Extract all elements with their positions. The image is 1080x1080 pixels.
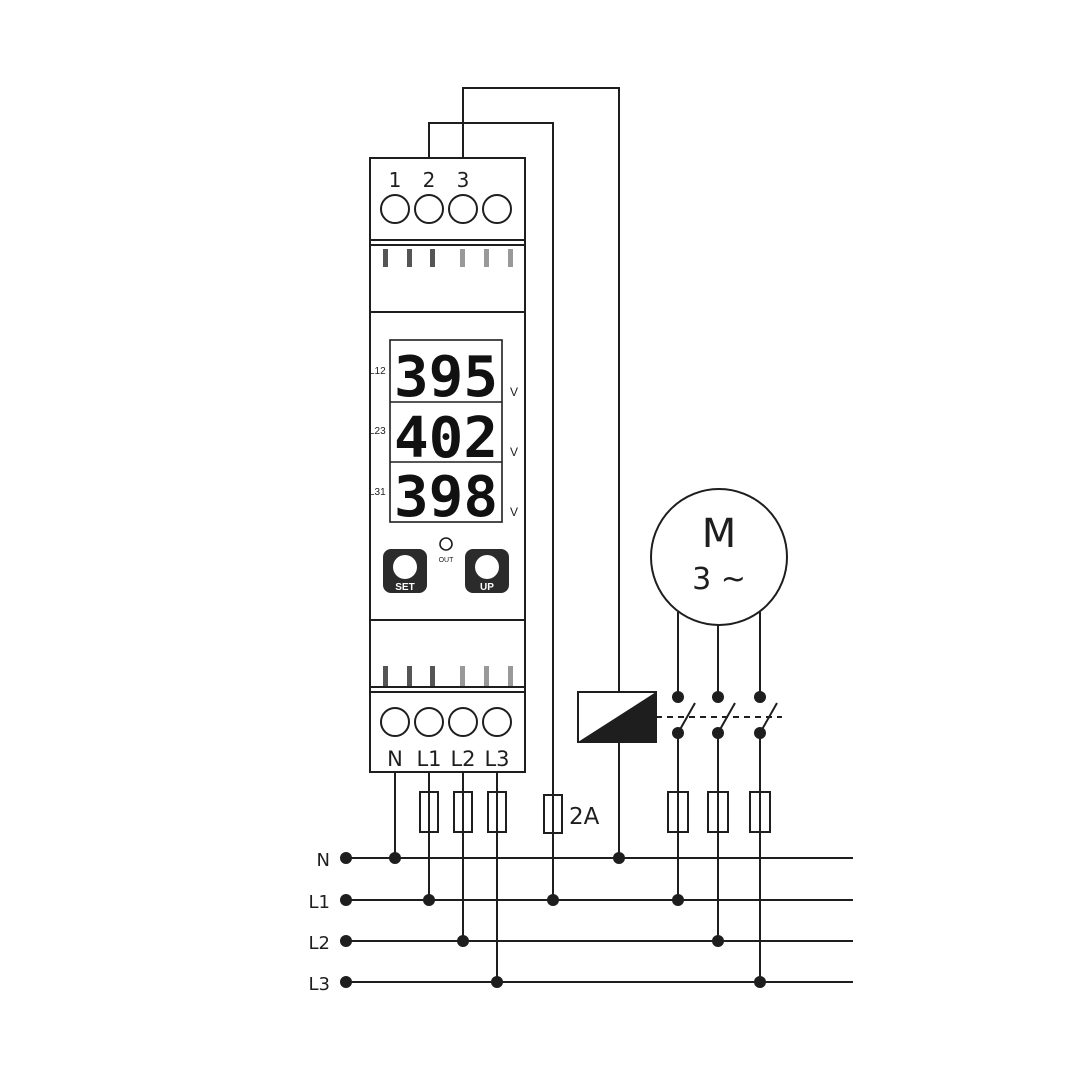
meter-supply-wires: [394, 772, 498, 982]
motor-fuses: [667, 791, 771, 833]
bus-label-l3: L3: [309, 974, 330, 995]
motor-phase: 3 ~: [692, 562, 746, 597]
bottom-vent-slots: [383, 666, 513, 686]
contactor-main-contacts: [656, 691, 782, 739]
top-vent-slots: [383, 249, 513, 267]
voltage-readout-l12: 395: [394, 345, 498, 410]
motor-letter: M: [702, 511, 737, 557]
control-wires: [428, 87, 620, 900]
meter-housing: [369, 157, 526, 773]
voltage-readout-l23: 402: [394, 406, 498, 471]
voltage-readout-l31: 398: [394, 465, 498, 530]
row-label-l31: L31: [369, 487, 386, 498]
terminal-label-2: 2: [423, 168, 436, 192]
contactor-coil: [577, 691, 657, 743]
motor: M 3 ~: [650, 488, 788, 626]
top-vent-section: [369, 239, 526, 313]
control-fuse-rating: 2A: [569, 804, 600, 830]
lcd-display: [389, 339, 503, 523]
bottom-screw-terminals: [380, 707, 512, 737]
bottom-vent-section: [369, 619, 526, 693]
out-led-label: OUT: [439, 557, 455, 564]
motor-circle: [650, 488, 788, 626]
bus-label-l1: L1: [309, 892, 330, 913]
meter-fuses: [419, 791, 507, 833]
set-button[interactable]: SET: [383, 549, 427, 593]
unit-label-l23: V: [510, 445, 518, 459]
terminal-label-1: 1: [389, 168, 402, 192]
terminal-label-l3: L3: [484, 747, 509, 771]
bus-label-l2: L2: [309, 933, 330, 954]
set-button-label: SET: [395, 582, 414, 593]
out-led-icon: [439, 537, 453, 551]
up-button[interactable]: UP: [465, 549, 509, 593]
control-fuse: 2A: [543, 794, 600, 834]
unit-label-l12: V: [510, 385, 518, 399]
terminal-label-n: N: [387, 747, 403, 771]
terminal-label-l2: L2: [450, 747, 475, 771]
terminal-label-3: 3: [457, 168, 470, 192]
top-screw-terminals: [380, 194, 512, 224]
row-label-l23: L23: [369, 426, 386, 437]
supply-bus: N L1 L2 L3: [309, 850, 853, 995]
voltage-relay-module: 1 2 3 L12 L23 L31 395 402 398 V V V OUT …: [369, 157, 526, 773]
bus-label-n: N: [317, 850, 330, 871]
junction-dots: [389, 852, 766, 988]
up-button-label: UP: [480, 582, 494, 593]
row-label-l12: L12: [369, 366, 386, 377]
unit-label-l31: V: [510, 505, 518, 519]
terminal-label-l1: L1: [416, 747, 441, 771]
